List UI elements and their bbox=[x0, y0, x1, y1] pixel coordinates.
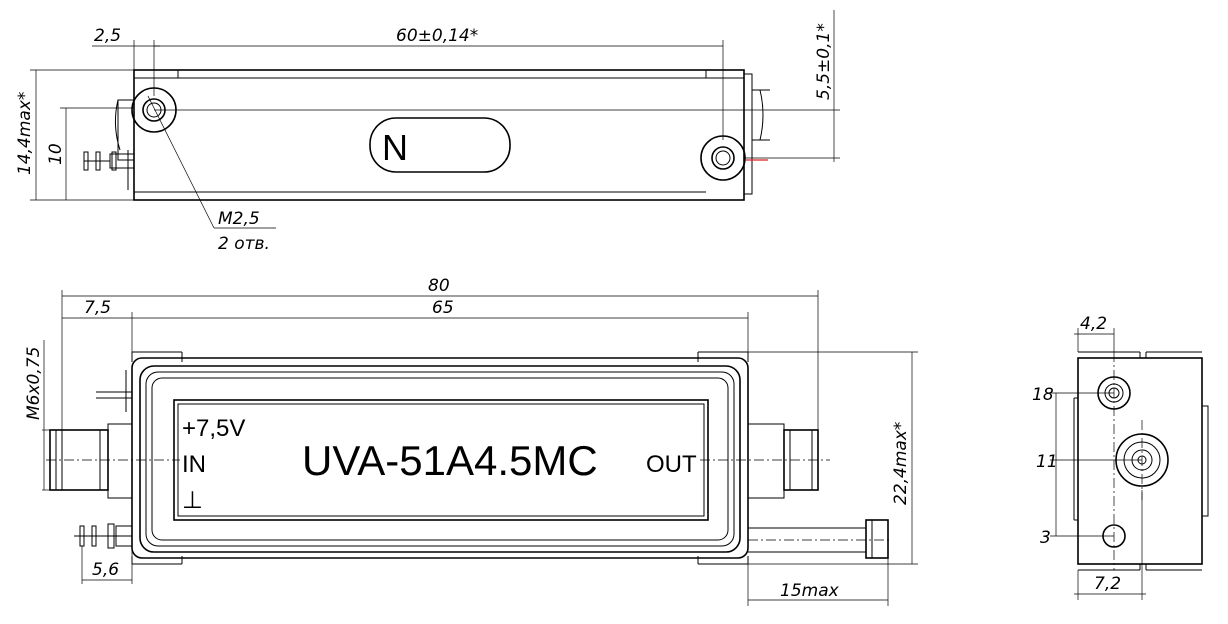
power-pin bbox=[74, 523, 133, 584]
dim-left-inner-height: 10 bbox=[46, 143, 66, 165]
dim-level-3: 3 bbox=[1040, 528, 1051, 548]
dim-level-18: 18 bbox=[1032, 385, 1054, 405]
dim-front-left-offset: 7,5 bbox=[84, 298, 111, 318]
output-lead bbox=[748, 519, 892, 559]
label-supply: +7,5V bbox=[182, 415, 245, 442]
input-connector bbox=[46, 423, 180, 499]
dim-lead-length: 15max bbox=[780, 581, 840, 601]
top-body-outline bbox=[133, 69, 745, 201]
dim-side-top-width: 4,2 bbox=[1080, 314, 1107, 334]
dim-top-left-offset: 2,5 bbox=[94, 26, 121, 46]
dim-side-bottom-width: 7,2 bbox=[1094, 574, 1121, 594]
marker-label: N bbox=[382, 127, 408, 168]
dim-holes-count: 2 отв. bbox=[218, 234, 270, 254]
dim-overall-length: 80 bbox=[428, 276, 450, 296]
front-view: +7,5V IN ⊥ UVA-51A4.5MC OUT bbox=[24, 276, 918, 606]
marker-badge bbox=[369, 117, 511, 173]
label-model: UVA-51A4.5MC bbox=[302, 437, 598, 484]
label-input: IN bbox=[182, 451, 206, 478]
dim-front-height: 22,4max* bbox=[891, 422, 911, 505]
mount-hole-right bbox=[700, 135, 746, 181]
side-body-outline bbox=[1077, 357, 1203, 565]
label-ground: ⊥ bbox=[182, 487, 203, 514]
dim-level-11: 11 bbox=[1036, 452, 1058, 472]
dim-pin-offset: 5,6 bbox=[92, 560, 119, 580]
dim-thread-m25: M2,5 bbox=[218, 209, 260, 229]
top-view: N 2,5 60±0,14* 5,5±0,1* 14,4max* 10 M2,5… bbox=[15, 10, 840, 254]
dim-body-length: 65 bbox=[432, 298, 454, 318]
side-view: 4,2 7,2 18 11 3 bbox=[1032, 314, 1209, 600]
label-output: OUT bbox=[646, 451, 697, 478]
dim-left-max-height: 14,4max* bbox=[15, 92, 35, 175]
dim-hole-spacing: 60±0,14* bbox=[396, 26, 478, 46]
output-connector bbox=[700, 423, 830, 499]
dim-right-height: 5,5±0,1* bbox=[814, 23, 834, 100]
dim-connector-thread: M6x0,75 bbox=[24, 347, 44, 420]
